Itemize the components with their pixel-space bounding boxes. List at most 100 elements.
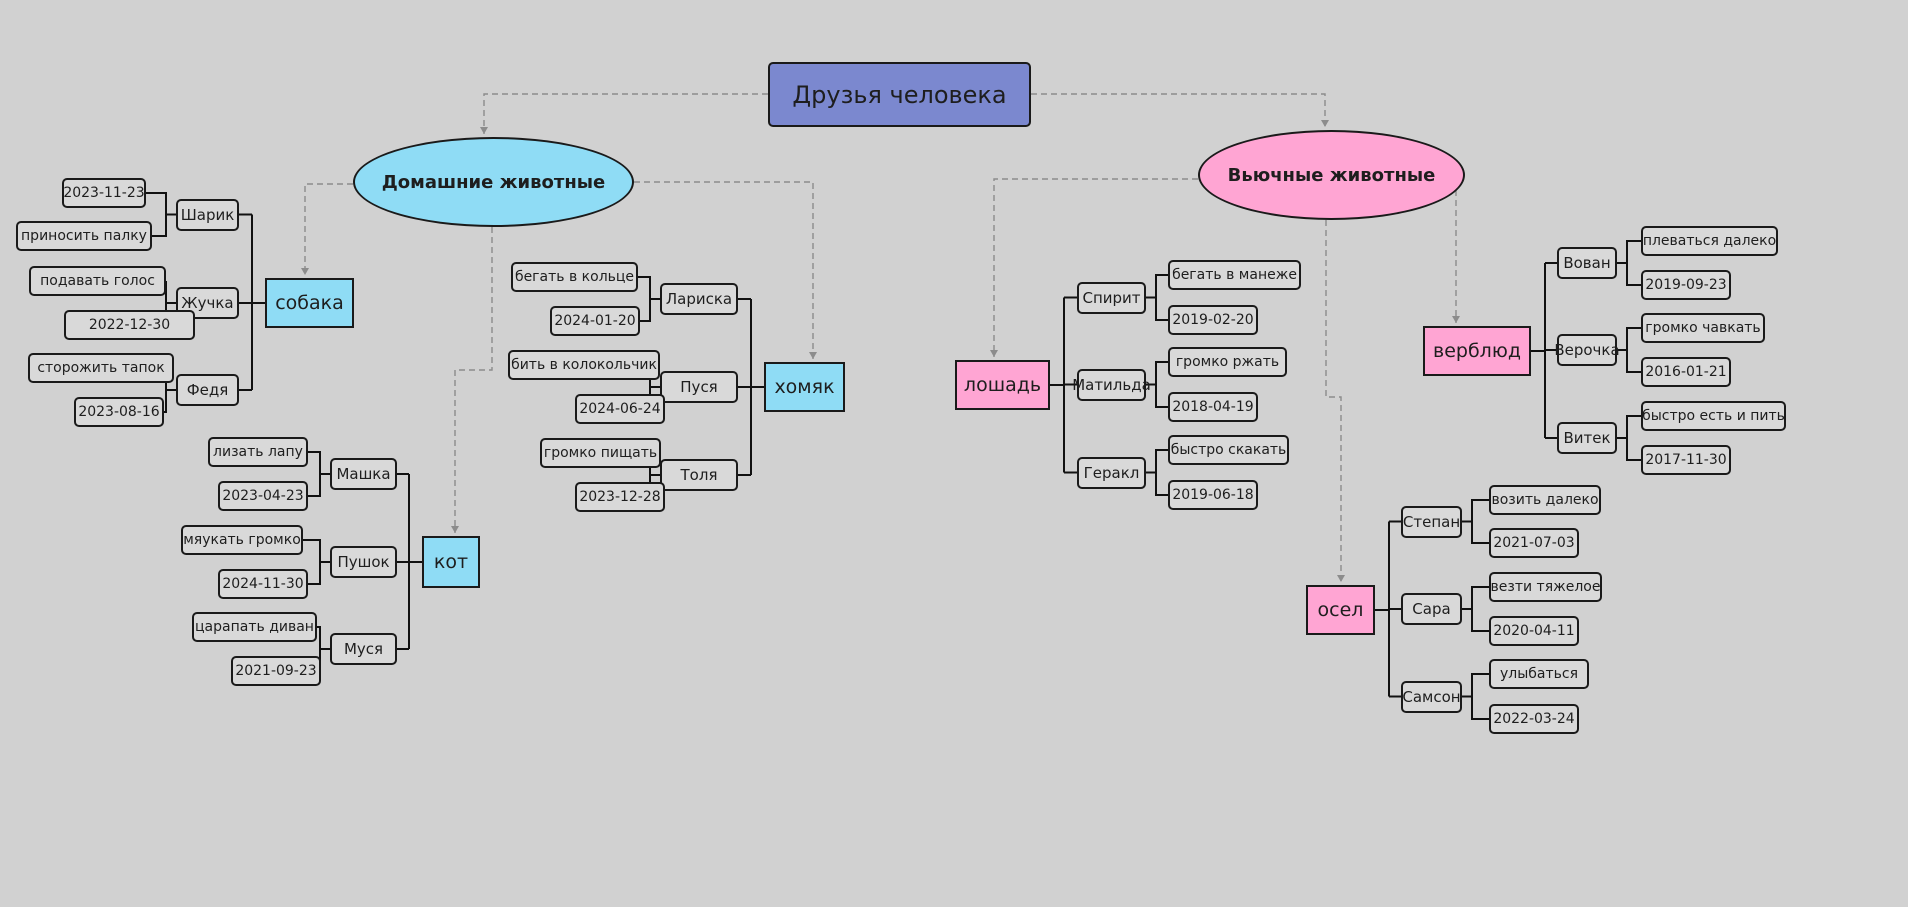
leaf-node[interactable]: быстро скакать [1168,435,1289,465]
tree-line [303,539,330,563]
leaf-node[interactable]: 2023-04-23 [218,481,308,511]
tree-line [1617,262,1641,286]
animal-name[interactable]: Пушок [330,546,397,578]
animal-name[interactable]: Верочка [1554,334,1620,366]
species-node-4[interactable]: верблюд [1423,326,1531,376]
tree-line [308,451,330,475]
leaf-node[interactable]: лизать лапу [208,437,308,467]
tree-line [308,561,330,585]
leaf-node[interactable]: 2021-07-03 [1489,528,1579,558]
leaf-node[interactable]: 2023-12-28 [575,482,665,512]
animal-name[interactable]: Самсон [1401,680,1462,713]
tree-line [638,276,660,300]
tree-line [1146,471,1168,496]
leaf-node[interactable]: улыбаться [1489,659,1589,689]
arrow-head [1452,316,1460,323]
leaf-node[interactable]: 2023-11-23 [62,178,146,208]
leaf-node[interactable]: приносить палку [16,221,152,251]
leaf-node[interactable]: громко чавкать [1641,313,1765,343]
tree-line [152,213,176,237]
tree-line [1146,296,1168,321]
tree-line [1462,586,1489,610]
leaf-node[interactable]: 2016-01-21 [1641,357,1731,387]
animal-name[interactable]: Витек [1557,422,1617,454]
leaf-node[interactable]: бегать в манеже [1168,260,1301,290]
animal-name[interactable]: Геракл [1077,456,1146,489]
animal-name[interactable]: Степан [1401,505,1462,538]
leaf-node[interactable]: 2019-06-18 [1168,480,1258,510]
leaf-node[interactable]: 2019-09-23 [1641,270,1731,300]
leaf-node[interactable]: бегать в кольце [511,262,638,292]
animal-name[interactable]: Сара [1401,593,1462,625]
tree-line [1617,437,1641,461]
leaf-node[interactable]: 2022-03-24 [1489,704,1579,734]
tree-line [164,389,176,413]
species-node-3[interactable]: лошадь [955,360,1050,410]
dashed-link [454,227,493,533]
arrow-head [301,268,309,275]
animal-name[interactable]: Лариска [660,283,738,315]
animal-name[interactable]: Пуся [660,371,738,403]
leaf-node[interactable]: 2020-04-11 [1489,616,1579,646]
tree-line [319,648,330,672]
leaf-node[interactable]: везти тяжелое [1489,572,1602,602]
animal-name[interactable]: Спирит [1077,281,1146,314]
dashed-link [304,183,353,275]
leaf-node[interactable]: быстро есть и пить [1641,401,1786,431]
leaf-node[interactable]: подавать голос [29,266,166,296]
tree-line [317,626,330,650]
tree-line [1617,349,1641,373]
leaf-node[interactable]: 2024-06-24 [575,394,665,424]
leaf-node[interactable]: мяукать громко [181,525,303,555]
tree-line [1617,327,1641,351]
tree-line [640,298,660,322]
leaf-node[interactable]: громко ржать [1168,347,1287,377]
animal-name[interactable]: Машка [330,458,397,490]
leaf-node[interactable]: бить в колокольчик [508,350,660,380]
species-node-5[interactable]: осел [1306,585,1375,635]
leaf-node[interactable]: 2024-11-30 [218,569,308,599]
tree-line [1617,240,1641,264]
arrow-head [480,127,488,134]
arrow-head [990,350,998,357]
group-node-domestic[interactable]: Домашние животные [353,137,634,227]
leaf-node[interactable]: 2017-11-30 [1641,445,1731,475]
animal-name[interactable]: Вован [1557,247,1617,279]
dashed-link [483,93,768,134]
root-node[interactable]: Друзья человека [768,62,1031,127]
tree-line [165,281,176,304]
tree-line [1462,695,1489,720]
leaf-node[interactable]: плеваться далеко [1641,226,1778,256]
leaf-node[interactable]: сторожить тапок [28,353,174,383]
tree-line [1617,415,1641,439]
animal-name[interactable]: Муся [330,633,397,665]
dashed-link [1325,220,1342,582]
animal-name[interactable]: Федя [176,374,239,406]
leaf-node[interactable]: возить далеко [1489,485,1601,515]
tree-line [146,192,176,216]
arrow-head [1337,575,1345,582]
leaf-node[interactable]: 2019-02-20 [1168,305,1258,335]
group-node-pack[interactable]: Вьючные животные [1198,130,1465,220]
leaf-node[interactable]: 2022-12-30 [64,310,195,340]
animal-name[interactable]: Толя [660,459,738,491]
tree-line [1462,499,1489,523]
tree-line [1146,449,1168,474]
tree-line [1462,608,1489,632]
animal-name[interactable]: Матильда [1072,368,1151,401]
leaf-node[interactable]: 2024-01-20 [550,306,640,336]
species-node-1[interactable]: кот [422,536,480,588]
leaf-node[interactable]: 2023-08-16 [74,397,164,427]
leaf-node[interactable]: 2018-04-19 [1168,392,1258,422]
species-node-2[interactable]: хомяк [764,362,845,412]
leaf-node[interactable]: громко пищать [540,438,661,468]
dashed-link [634,181,814,359]
species-node-0[interactable]: собака [265,278,354,328]
arrow-head [809,352,817,359]
animal-name[interactable]: Шарик [176,198,239,231]
leaf-node[interactable]: царапать диван [192,612,317,642]
leaf-node[interactable]: 2021-09-23 [231,656,321,686]
tree-line [1462,520,1489,544]
tree-line [1146,274,1168,299]
